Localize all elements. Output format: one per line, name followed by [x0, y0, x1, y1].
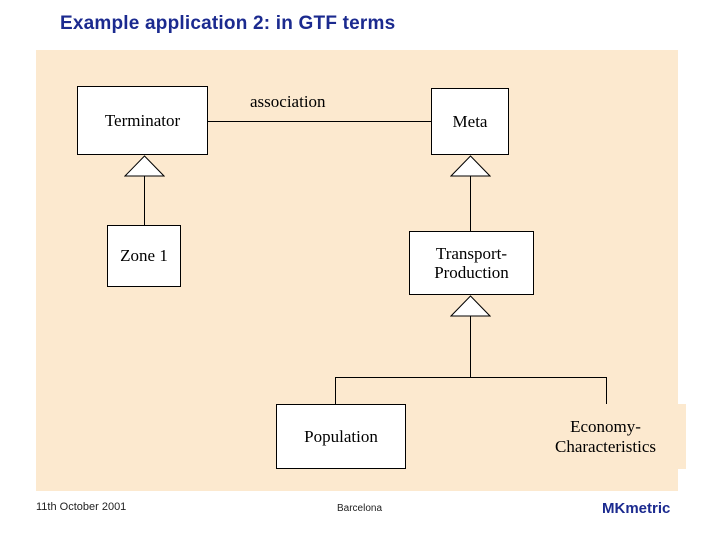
node-meta[interactable]: Meta	[431, 88, 509, 155]
node-zone1-label: Zone 1	[120, 246, 168, 266]
edge-transport-down	[470, 314, 471, 377]
edge-to-economy	[606, 377, 607, 404]
node-population-label: Population	[304, 426, 378, 446]
node-transport-production[interactable]: Transport- Production	[409, 231, 534, 295]
footer-place: Barcelona	[337, 503, 383, 514]
footer-date: 11th October 2001	[36, 501, 127, 513]
node-economy-characteristics[interactable]: Economy- Characteristics	[525, 404, 686, 469]
node-economy-characteristics-label: Economy- Characteristics	[554, 417, 656, 456]
edge-terminator-meta	[208, 121, 431, 122]
page-title: Example application 2: in GTF terms	[60, 13, 396, 34]
association-label: association	[250, 92, 326, 111]
generalization-arrow-meta	[450, 155, 491, 177]
generalization-arrow-terminator	[124, 155, 165, 177]
node-terminator-label: Terminator	[104, 110, 181, 130]
generalization-arrow-transport	[450, 295, 491, 317]
diagram-panel: Terminator Meta Zone 1 Transport- Produc…	[36, 50, 686, 491]
edge-zone1-terminator	[144, 175, 145, 255]
edge-to-population	[335, 377, 336, 404]
node-population[interactable]: Population	[276, 404, 406, 469]
edge-transport-meta	[470, 175, 471, 260]
edge-split-horizontal	[335, 377, 607, 378]
node-meta-label: Meta	[452, 111, 488, 131]
node-terminator[interactable]: Terminator	[77, 86, 208, 155]
node-transport-production-label: Transport- Production	[434, 243, 509, 282]
footer-brand: MKmetric	[602, 500, 671, 517]
node-zone1[interactable]: Zone 1	[107, 225, 181, 287]
